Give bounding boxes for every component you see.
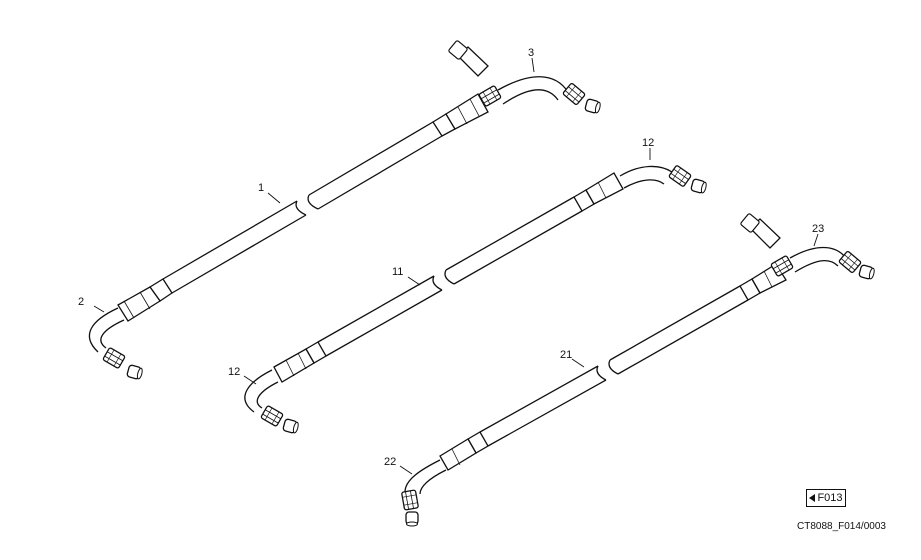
hose-11-upper-sleeve	[573, 172, 624, 212]
part-label-12-lower: 12	[228, 366, 240, 378]
part-label-1: 1	[258, 182, 264, 194]
fitting-12-lower-elbow	[244, 369, 300, 435]
fitting-22-elbow	[400, 459, 447, 527]
hose-assembly-1: 1 2 3	[78, 40, 602, 381]
hose-assembly-11: 11 12 12	[228, 137, 708, 435]
figure-link-label: F013	[817, 492, 843, 504]
fitting-2-elbow	[88, 307, 144, 381]
hose-11-tube	[317, 196, 583, 357]
hose-1-leader-lines	[93, 57, 535, 313]
part-label-3: 3	[528, 47, 534, 59]
hose-1-tube	[162, 121, 443, 294]
arrow-left-icon	[809, 494, 816, 502]
hose-11-leader-lines	[243, 148, 651, 385]
fitting-12-upper-elbow	[619, 164, 708, 195]
hose-assembly-21: 21 22 23	[384, 213, 876, 527]
hose-21-leader-lines	[399, 233, 819, 475]
part-label-22: 22	[384, 456, 396, 468]
part-label-23: 23	[812, 223, 824, 235]
hose-1-lower-sleeve	[117, 278, 173, 322]
hose-21-tube	[479, 285, 749, 447]
hose-21-lower-sleeve	[439, 431, 489, 471]
fitting-3-tee-elbow	[448, 40, 602, 115]
hose-1-upper-sleeve	[432, 93, 489, 137]
part-label-12-upper: 12	[642, 137, 654, 149]
figure-reference-code: CT8088_F014/0003	[797, 521, 886, 532]
part-label-21: 21	[560, 349, 572, 361]
part-label-2: 2	[78, 296, 84, 308]
hose-11-lower-sleeve	[273, 341, 327, 383]
fitting-23-tee-elbow	[740, 213, 876, 281]
part-label-11: 11	[392, 266, 403, 278]
figure-link-button[interactable]: F013	[806, 489, 846, 507]
